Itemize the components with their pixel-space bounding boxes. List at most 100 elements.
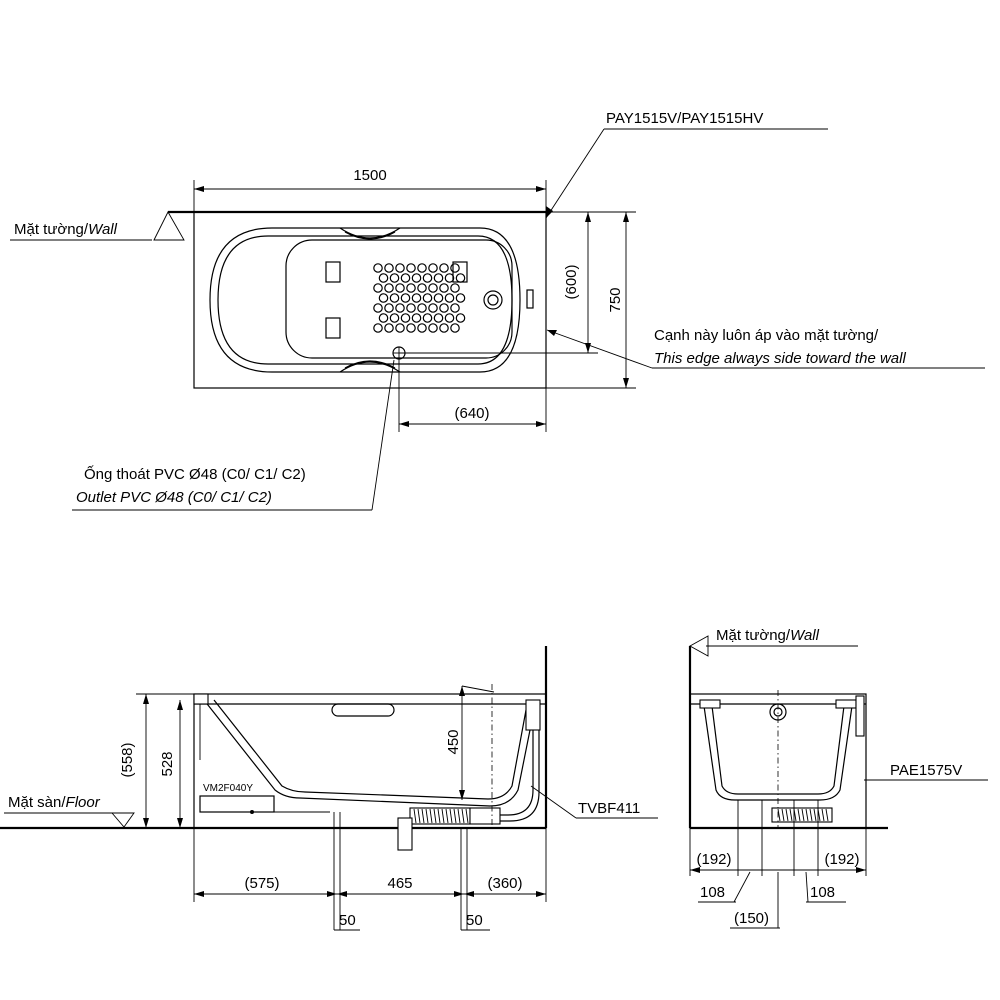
- anti-slip-dot: [439, 263, 449, 273]
- coil-ridge: [429, 808, 433, 824]
- dim-360: (360): [487, 875, 522, 892]
- anti-slip-dot: [384, 263, 394, 273]
- anti-slip-dot: [400, 313, 411, 323]
- edge-note-leader: [546, 329, 653, 369]
- dim-50-left: 50: [339, 912, 356, 929]
- tub-body-side: [193, 693, 547, 829]
- leg-bolt: [250, 810, 254, 814]
- coil-ridge: [821, 808, 825, 822]
- handle-slot: [331, 703, 395, 717]
- dim-192-left: (192): [696, 851, 731, 868]
- model-leader: [545, 128, 605, 219]
- coil-ridge: [457, 808, 461, 824]
- dim-outlet-offset: (640): [454, 405, 489, 422]
- coil-ridge: [417, 808, 421, 824]
- anti-slip-dot: [450, 303, 460, 313]
- overflow-outlet-inner: [487, 294, 499, 306]
- end-drain-coils: [777, 808, 829, 822]
- end-fitting-left: [699, 699, 721, 709]
- anti-slip-dot: [450, 323, 460, 333]
- coil-ridge: [801, 808, 805, 822]
- apron-code: PAE1575V: [890, 762, 962, 779]
- tub-inner-rim: [209, 227, 521, 373]
- top-view: PAY1515V/PAY1515HV 1500 Mặt tường/Wall: [10, 110, 985, 511]
- anti-slip-dot: [417, 283, 427, 293]
- dim-length: 1500: [353, 167, 386, 184]
- edge-note-en: This edge always side toward the wall: [654, 350, 906, 367]
- anti-slip-dot: [422, 293, 433, 303]
- edge-note-arrow: [547, 330, 557, 336]
- anti-slip-dot: [411, 273, 422, 283]
- anti-slip-dot: [428, 263, 438, 273]
- dim-arrow: [856, 867, 866, 873]
- anti-slip-dot: [406, 323, 416, 333]
- anti-slip-dot: [373, 283, 383, 293]
- coil-ridge: [465, 808, 469, 824]
- anti-slip-dot: [433, 273, 444, 283]
- dim-arrow: [536, 186, 546, 192]
- anti-slip-dot: [428, 323, 438, 333]
- tub-inner-rim-2: [217, 235, 513, 365]
- coil-ridge: [421, 808, 425, 824]
- coil-ridge: [433, 808, 437, 824]
- model-label: PAY1515V/PAY1515HV: [606, 110, 763, 127]
- coil-ridge: [425, 808, 429, 824]
- floor-label: Mặt sàn/Floor: [8, 794, 101, 811]
- anti-slip-dot: [439, 283, 449, 293]
- dim-arrow: [454, 891, 464, 897]
- pad: [325, 317, 341, 339]
- coil-ridge: [777, 808, 781, 822]
- coil-ridge: [441, 808, 445, 824]
- anti-slip-dot: [395, 283, 405, 293]
- tub-outline-top: [193, 211, 547, 389]
- dim-arrow: [177, 818, 183, 828]
- wall-marker-end: [689, 635, 709, 657]
- coil-ridge: [449, 808, 453, 824]
- anti-slip-dot: [444, 273, 455, 283]
- coil-ridge: [781, 808, 785, 822]
- anti-slip-dot: [395, 263, 405, 273]
- dim-arrow: [464, 891, 474, 897]
- handle-bottom: [339, 361, 401, 373]
- anti-slip-dot: [406, 303, 416, 313]
- dim-arrow: [536, 891, 546, 897]
- dim-558: (558): [119, 742, 136, 777]
- anti-slip-dot: [395, 323, 405, 333]
- floor-marker-triangle: [111, 812, 135, 828]
- dim-arrow: [177, 700, 183, 710]
- apron-clip: [855, 695, 865, 737]
- end-fitting-right: [835, 699, 857, 709]
- outlet-note-vi: Ống thoát PVC Ø48 (C0/ C1/ C2): [84, 465, 306, 483]
- drain-connector: [469, 807, 501, 825]
- end-view: Mặt tường/Wall PAE1575V (192) (192): [688, 627, 988, 929]
- dim-108-right: 108: [810, 884, 835, 901]
- coil-ridge: [809, 808, 813, 822]
- overflow-outlet: [483, 290, 503, 310]
- coil-ridge: [797, 808, 801, 822]
- coil-ridge: [813, 808, 817, 822]
- coil-ridge: [437, 808, 441, 824]
- leg-code: VM2F040Y: [203, 783, 253, 794]
- overflow-pipe-2: [480, 730, 540, 822]
- anti-slip-dot: [411, 313, 422, 323]
- anti-slip-dot: [384, 283, 394, 293]
- outlet-note-en: Outlet PVC Ø48 (C0/ C1/ C2): [76, 489, 272, 506]
- anti-slip-dot: [422, 273, 433, 283]
- coil-ridge: [445, 808, 449, 824]
- dim-inner-depth: (600): [563, 264, 580, 299]
- dim-192-right: (192): [824, 851, 859, 868]
- rim-fitting-left: [193, 693, 209, 705]
- dim-arrow: [143, 694, 149, 704]
- anti-slip-dot: [433, 293, 444, 303]
- dim-arrow: [536, 421, 546, 427]
- dim-450-leader: [461, 685, 495, 693]
- anti-slip-dot: [400, 293, 411, 303]
- anti-slip-dot: [417, 323, 427, 333]
- anti-slip-dot: [384, 303, 394, 313]
- coil-ridge: [789, 808, 793, 822]
- anti-slip-dot: [378, 273, 389, 283]
- anti-slip-dot: [406, 263, 416, 273]
- basin-profile-inner: [213, 699, 527, 800]
- dim-depth: 750: [607, 287, 624, 312]
